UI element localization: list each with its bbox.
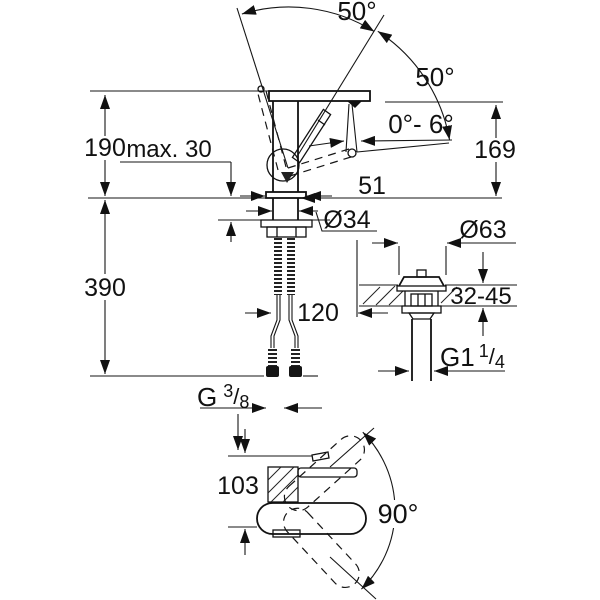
spout-swivel-down-dashed xyxy=(282,507,360,589)
plan-body-tab xyxy=(272,529,301,538)
lever-down-tip xyxy=(347,148,357,158)
spout-swivel-up-dashed xyxy=(283,435,366,512)
base-flange xyxy=(265,191,307,199)
drain-neck xyxy=(407,312,436,320)
dim-label-max30: max. 30 xyxy=(126,136,211,163)
plan-lever xyxy=(297,467,358,478)
plug-stem xyxy=(416,269,427,278)
hatch xyxy=(282,486,299,503)
hose-left-b xyxy=(273,295,281,348)
dim-label-handle-swing-top: 50° xyxy=(337,0,376,26)
dim-label-3245: 32-45 xyxy=(450,283,511,310)
water-line-0deg xyxy=(345,103,350,153)
dim-label-handle-swing-front: 50° xyxy=(415,62,454,92)
arc-handle-swing-front xyxy=(377,30,452,140)
dim-label-120: 120 xyxy=(297,299,339,327)
dim-label-190: 190 xyxy=(84,134,126,162)
lever-down-dashed-b xyxy=(287,148,350,169)
dim-label-103: 103 xyxy=(217,472,259,500)
plan-view xyxy=(228,427,422,600)
lever-joint xyxy=(281,172,294,183)
dim-tilt-arrow-left xyxy=(308,138,345,148)
lever-down-extension-line xyxy=(356,142,450,153)
dim-o34-leader xyxy=(315,211,377,232)
hatch xyxy=(440,286,458,304)
hatch xyxy=(267,466,282,481)
dim-tilt-arrow-right xyxy=(360,135,453,146)
dim-label-spout-tilt: 0°- 6° xyxy=(388,109,454,139)
arc-handle-swing-top xyxy=(241,5,375,32)
dim-label-o34: Ø34 xyxy=(323,206,370,234)
drain-body-detail xyxy=(410,293,433,307)
hatch xyxy=(375,285,396,306)
hose-right-b xyxy=(291,295,299,348)
lever-back-extension-line xyxy=(236,7,289,169)
label-mask xyxy=(83,136,127,160)
drain-cap-lip xyxy=(396,285,447,292)
lever-down-dashed-a xyxy=(289,156,352,177)
lever-extension-line xyxy=(297,14,385,156)
spout-arm xyxy=(268,90,371,102)
hatch xyxy=(362,286,381,305)
cartridge-ball xyxy=(266,148,300,182)
popup-waste-view xyxy=(359,238,517,381)
horseshoe-washer xyxy=(260,219,313,228)
drain-cap xyxy=(398,276,445,287)
mounting-nut xyxy=(266,226,307,238)
dim-label-169: 169 xyxy=(474,136,516,164)
dim-label-90: 90° xyxy=(378,499,419,529)
hose-cap-left xyxy=(266,366,279,377)
swivel-bound-down xyxy=(329,556,377,600)
plan-body xyxy=(267,466,299,503)
hatch xyxy=(388,290,404,306)
drain-flange xyxy=(401,305,442,314)
aerator xyxy=(347,101,362,108)
plan-lever-tip xyxy=(311,451,330,462)
water-line-6deg xyxy=(351,103,358,153)
lever-handle xyxy=(291,108,332,164)
label-mask xyxy=(374,500,422,528)
label-mask xyxy=(474,138,516,162)
dim-label-51: 51 xyxy=(358,172,386,200)
lever-tick xyxy=(317,119,326,126)
dim-label-390: 390 xyxy=(84,274,126,302)
dimension-labels: 50° 50° 0°- 6° 190 max. 30 169 51 Ø34 Ø6… xyxy=(84,0,516,529)
hose-cap-right xyxy=(289,366,302,377)
label-mask xyxy=(83,274,127,300)
dim-label-o63: Ø63 xyxy=(459,216,506,244)
lever-back-tip xyxy=(257,85,265,93)
hose-right-a xyxy=(288,295,296,348)
hatch xyxy=(267,466,295,494)
hatch xyxy=(270,474,299,503)
swivel-bound-up xyxy=(329,427,375,468)
plan-spout xyxy=(256,502,367,535)
hose-left-a xyxy=(270,295,278,348)
front-view xyxy=(83,5,516,450)
